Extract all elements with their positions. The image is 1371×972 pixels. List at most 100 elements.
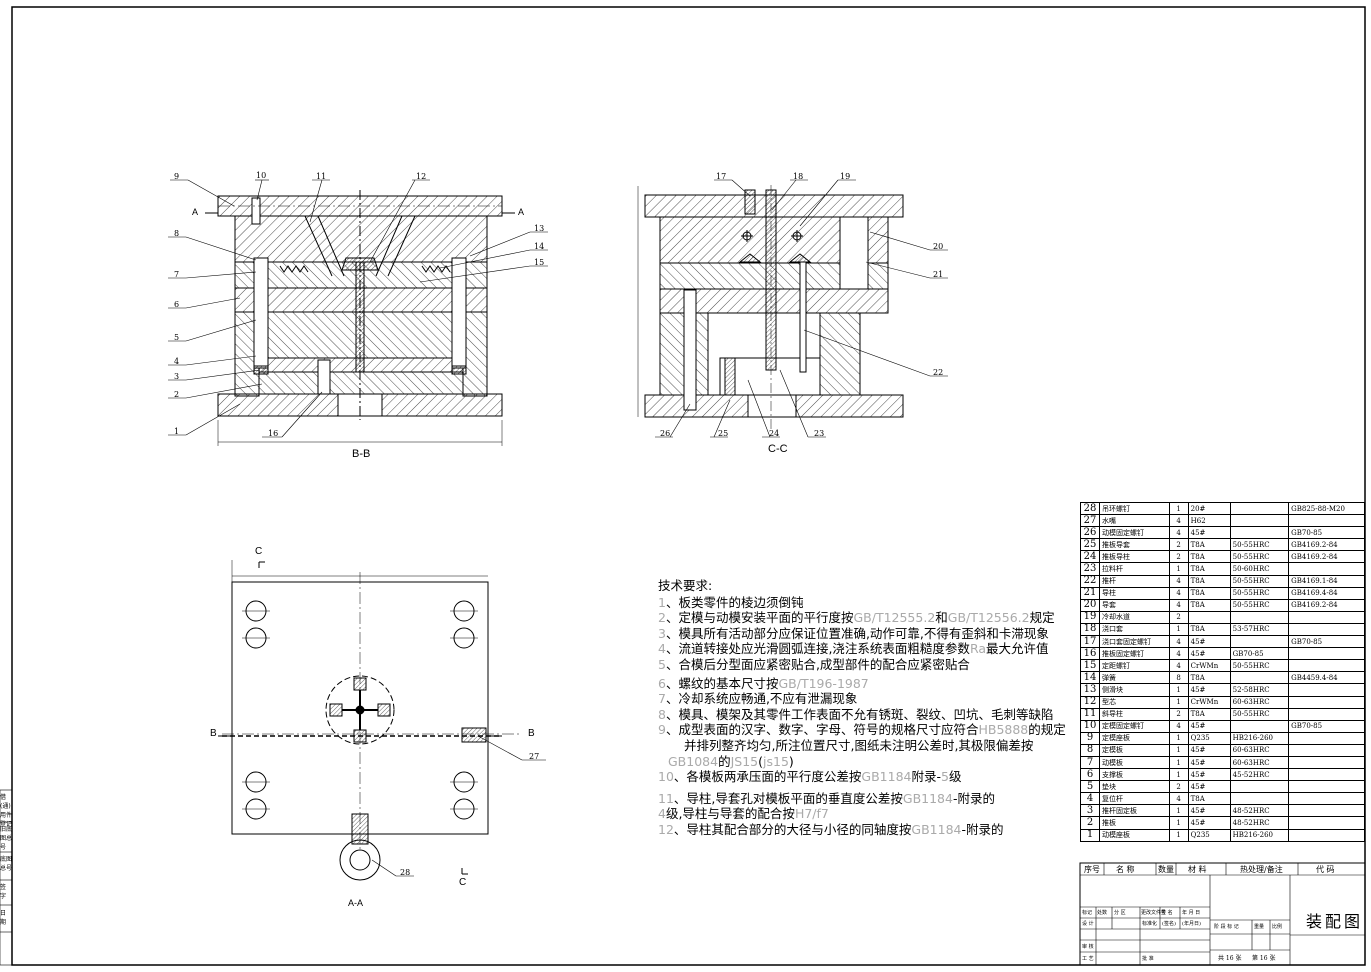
- bom-item-heat: HB216-260: [1229, 731, 1290, 745]
- bom-item-qty: 1: [1168, 768, 1189, 782]
- bom-item-code: [1288, 816, 1365, 830]
- left-margin-strip: 借(通)用件登记旧底图总号底图总号签 字日 期: [0, 790, 12, 965]
- bom-item-material: 45#: [1187, 719, 1231, 733]
- bom-item-number: 26: [1080, 526, 1100, 540]
- tech-item: 8、模具、模架及其零件工作表面不允有锈斑、裂纹、凹坑、毛刺等缺陷: [658, 706, 1054, 722]
- bom-item-material: Q235: [1187, 731, 1231, 745]
- bom-item-qty: 1: [1168, 731, 1189, 745]
- section-mark-a-left: A: [192, 207, 199, 217]
- bom-item-code: [1288, 562, 1365, 576]
- bom-item-qty: 1: [1168, 695, 1189, 709]
- bom-item-material: T8A: [1187, 586, 1231, 600]
- section-cc-view: [637, 179, 948, 438]
- bom-item-qty: 4: [1168, 574, 1189, 588]
- bom-item-material: Q235: [1187, 828, 1231, 842]
- bom-item-number: 9: [1080, 731, 1100, 745]
- bom-item-code: GB70-85: [1288, 526, 1365, 540]
- bom-item-number: 4: [1080, 792, 1100, 806]
- tech-item: 5、合模后分型面应紧密贴合,成型部件的配合应紧密贴合: [658, 656, 970, 672]
- callout-label: 7: [174, 270, 180, 279]
- callout-label: 27: [529, 752, 540, 761]
- callout-label: 22: [933, 368, 944, 377]
- bom-item-code: [1288, 683, 1365, 697]
- tech-item: 6、螺纹的基本尺寸按GB/T196-1987: [658, 675, 869, 691]
- bom-item-heat: [1229, 635, 1290, 649]
- bom-item-heat: 60-63HRC: [1229, 755, 1290, 770]
- bom-item-number: 27: [1080, 514, 1100, 528]
- bom-item-material: 45#: [1187, 816, 1231, 830]
- title-block-label: 标记: [1082, 910, 1093, 916]
- bom-item-qty: 1: [1168, 804, 1189, 818]
- bom-item-number: 11: [1080, 707, 1100, 721]
- bom-item-material: T8A: [1187, 622, 1231, 637]
- bom-item-number: 10: [1080, 719, 1100, 733]
- bom-item-name: 导套: [1099, 598, 1170, 612]
- bom-item-qty: 4: [1168, 598, 1189, 612]
- bom-item-name: 推板导柱: [1099, 550, 1170, 564]
- bom-item-code: [1288, 707, 1365, 721]
- bom-item-code: GB4169.2-84: [1288, 598, 1365, 612]
- bom-item-heat: 60-63HRC: [1229, 695, 1290, 709]
- tech-item: 4、流道转接处应光滑圆弧连接,浇注系统表面粗糙度参数Ra最大允许值: [658, 641, 1049, 657]
- bom-item-heat: 60-63HRC: [1229, 743, 1290, 757]
- bom-item-heat: [1229, 526, 1290, 540]
- bom-item-name: 斜导柱: [1099, 707, 1170, 721]
- bom-item-qty: 1: [1168, 562, 1189, 576]
- bom-item-heat: 50-55HRC: [1229, 586, 1290, 600]
- bom-item-heat: 48-52HRC: [1229, 816, 1290, 830]
- bom-item-code: [1288, 768, 1365, 782]
- tech-item: GB1084的JS15(js15): [668, 753, 794, 769]
- bom-item-code: [1288, 622, 1365, 637]
- bom-item-material: H62: [1187, 514, 1231, 528]
- bom-item-name: 动模板: [1099, 755, 1170, 770]
- bom-item-qty: 4: [1168, 635, 1189, 649]
- bom-item-code: [1288, 743, 1365, 757]
- bom-item-code: GB4169.2-84: [1288, 550, 1365, 564]
- title-block-grid: [1079, 862, 1366, 966]
- title-block-label: 处数: [1097, 910, 1108, 916]
- bom-item-code: GB4169.1-84: [1288, 574, 1365, 588]
- section-mark-c-bottom: C: [459, 877, 467, 888]
- callout-label: 25: [718, 429, 729, 438]
- bom-header-no: 序号: [1084, 865, 1100, 874]
- bom-item-material: 20#: [1187, 501, 1231, 516]
- callout-label: 15: [534, 258, 545, 267]
- bom-item-code: [1288, 695, 1365, 709]
- title-block-label: 签 名: [1161, 910, 1173, 916]
- bom-item-number: 2: [1080, 816, 1100, 830]
- bom-item-number: 8: [1080, 743, 1100, 757]
- bom-item-heat: 50-55HRC: [1229, 538, 1290, 552]
- bom-item-material: T8A: [1187, 550, 1231, 564]
- bom-item-name: 侧滑块: [1099, 683, 1170, 697]
- bom-item-material: T8A: [1187, 707, 1231, 721]
- bom-item-heat: [1229, 610, 1290, 624]
- left-strip-label: 旧底图总号: [0, 826, 13, 851]
- bom-item-material: T8A: [1187, 598, 1231, 612]
- bom-item-qty: 1: [1168, 622, 1189, 637]
- callout-label: 18: [793, 172, 804, 181]
- title-block-label: 更改文件号: [1141, 910, 1167, 916]
- bom-item-name: 支撑板: [1099, 768, 1170, 782]
- bom-item-name: 推杆: [1099, 574, 1170, 588]
- bom-item-code: [1288, 647, 1365, 661]
- bom-item-heat: 50-60HRC: [1229, 562, 1290, 576]
- bom-item-name: 型芯: [1099, 695, 1170, 709]
- bom-item-heat: 50-55HRC: [1229, 574, 1290, 588]
- bom-item-material: [1187, 610, 1231, 624]
- callout-label: 19: [840, 172, 851, 181]
- callout-label: 11: [316, 172, 327, 181]
- tech-item: 2、定模与动模安装平面的平行度按GB/T12555.2和GB/T12556.2规…: [658, 610, 1055, 626]
- section-mark-b-left: B: [210, 728, 217, 739]
- bom-item-heat: 50-55HRC: [1229, 659, 1290, 673]
